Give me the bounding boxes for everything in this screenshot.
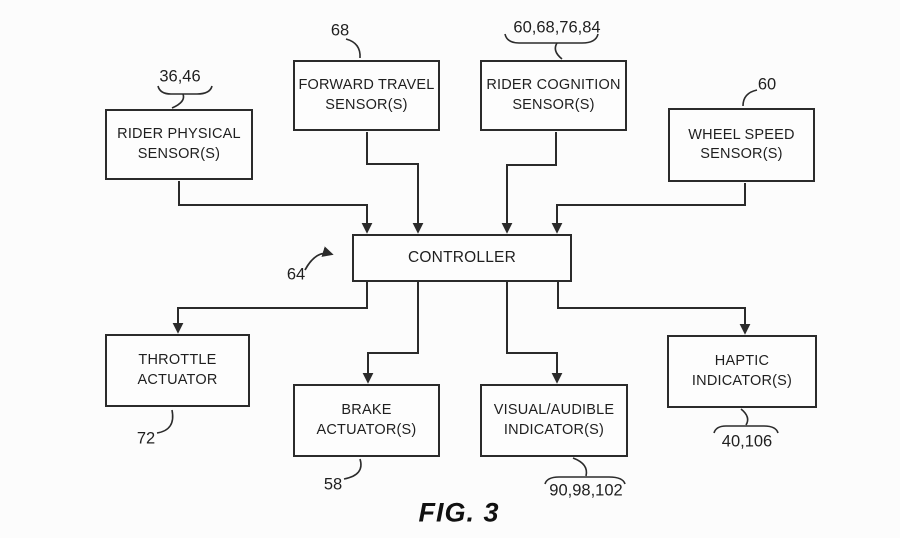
ref-label-40-106: 40,106 [721,432,773,451]
leader-58 [343,458,362,480]
ref-label-60: 60 [757,75,777,94]
box-brake-actuators: BRAKE ACTUATOR(S) [293,384,440,457]
ref-label-68: 68 [330,21,350,40]
ref-label-36-46: 36,46 [159,67,201,86]
box-label: BRAKE ACTUATOR(S) [316,402,417,438]
box-label: RIDER COGNITION SENSOR(S) [486,77,621,113]
connector-rider-physical-to-controller [178,181,373,234]
ref-label-64: 64 [286,265,306,284]
leader-60 [742,89,758,107]
connector-controller-to-visual-audible [506,282,563,384]
connector-controller-to-haptic [557,282,751,335]
box-label: CONTROLLER [408,248,516,266]
leader-40-106 [740,408,749,426]
box-controller: CONTROLLER [352,234,572,282]
box-label: HAPTIC INDICATOR(S) [691,353,793,389]
brace-90-98-102 [544,476,626,485]
leader-72 [156,409,174,434]
leader-60-68-76-84 [554,42,563,60]
leader-arrow-64 [304,246,334,271]
connector-forward-travel-to-controller [366,132,424,234]
leader-90-98-102 [572,457,588,477]
box-wheel-speed-sensors: WHEEL SPEED SENSOR(S) [668,108,815,182]
figure-caption: FIG. 3 [418,497,500,528]
ref-label-58: 58 [323,475,343,494]
connector-rider-cognition-to-controller [501,132,557,234]
connector-wheel-speed-to-controller [551,183,746,234]
ref-label-72: 72 [136,429,156,448]
leader-68 [345,38,361,59]
connector-controller-to-brake [362,282,419,384]
box-rider-cognition-sensors: RIDER COGNITION SENSOR(S) [480,60,627,131]
box-throttle-actuator: THROTTLE ACTUATOR [105,334,250,407]
box-label: THROTTLE ACTUATOR [137,352,218,388]
box-label: WHEEL SPEED SENSOR(S) [688,126,795,162]
box-label: RIDER PHYSICAL SENSOR(S) [117,126,241,162]
brace-40-106 [713,425,779,434]
brace-36-46 [157,85,213,95]
box-visual-audible-indicators: VISUAL/AUDIBLE INDICATOR(S) [480,384,628,457]
box-forward-travel-sensors: FORWARD TRAVEL SENSOR(S) [293,60,440,131]
box-label: VISUAL/AUDIBLE INDICATOR(S) [493,402,615,438]
connector-controller-to-throttle [172,282,368,334]
box-rider-physical-sensors: RIDER PHYSICAL SENSOR(S) [105,109,253,180]
ref-label-60-68-76-84: 60,68,76,84 [513,18,601,37]
brace-60-68-76-84 [504,33,599,44]
box-label: FORWARD TRAVEL SENSOR(S) [298,77,435,113]
ref-label-90-98-102: 90,98,102 [549,481,623,500]
leader-36-46 [171,93,185,109]
box-haptic-indicators: HAPTIC INDICATOR(S) [667,335,817,408]
